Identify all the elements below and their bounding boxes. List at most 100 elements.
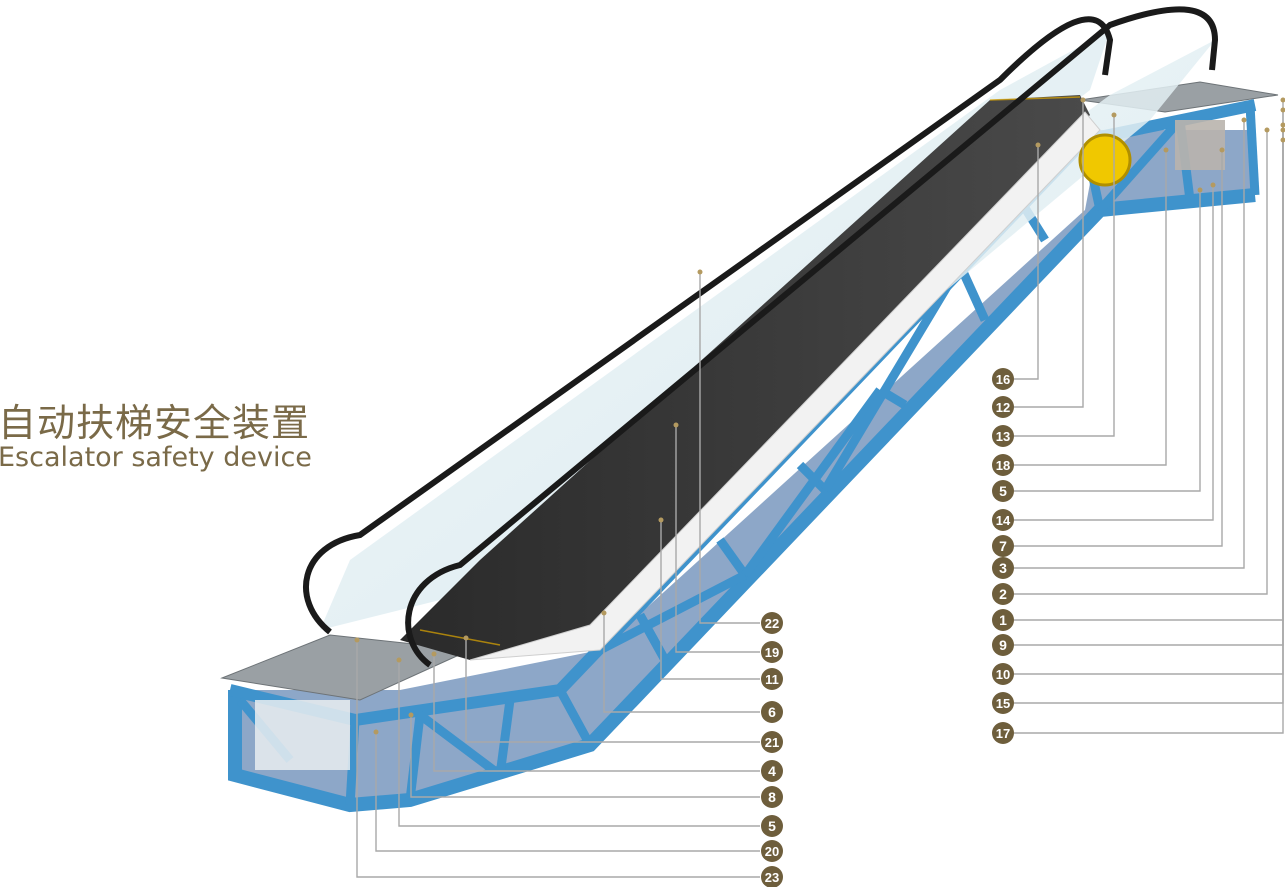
badge-circle — [992, 663, 1014, 685]
leader-dot — [1241, 117, 1247, 123]
badge-circle — [761, 641, 783, 663]
callout-number: 3 — [999, 560, 1007, 576]
callout-badge: 3 — [992, 557, 1014, 579]
leader-line — [1014, 150, 1167, 466]
leader-dot — [354, 637, 360, 643]
callout-badge: 13 — [992, 425, 1014, 447]
badge-circle — [761, 701, 783, 723]
leader-line — [398, 660, 760, 827]
callout-badge: 17 — [992, 722, 1014, 744]
title-english: Escalator safety device — [0, 442, 312, 473]
callout-badge: 20 — [761, 840, 783, 862]
badge-circle — [992, 425, 1014, 447]
callout-badge: 6 — [761, 701, 783, 723]
leader-dot — [1264, 127, 1270, 133]
callout-badge: 21 — [761, 731, 783, 753]
bottom-callout-badges: 22 19 11 6 21 4 8 5 20 23 — [761, 612, 783, 887]
callout-badge: 1 — [992, 609, 1014, 631]
leader-line — [1014, 120, 1245, 569]
badge-circle — [992, 609, 1014, 631]
drive-sprocket — [1078, 133, 1132, 187]
callout-badge: 11 — [761, 668, 783, 690]
leader-line — [1014, 115, 1115, 437]
leader-line — [465, 638, 760, 743]
callout-badge: 5 — [992, 480, 1014, 502]
leader-dot — [408, 712, 414, 718]
leader-dot — [463, 635, 469, 641]
callout-badge: 14 — [992, 509, 1014, 531]
callout-number: 9 — [999, 637, 1007, 653]
leader-line — [1014, 100, 1084, 408]
callout-number: 12 — [996, 400, 1010, 415]
leader-dot — [1280, 137, 1285, 143]
leader-dot — [1197, 187, 1203, 193]
callout-number: 5 — [768, 818, 776, 834]
leader-dot — [1080, 97, 1086, 103]
leader-dot — [601, 610, 607, 616]
badge-circle — [761, 815, 783, 837]
bottom-callout-leaders — [354, 269, 760, 878]
badge-circle — [992, 557, 1014, 579]
callout-number: 16 — [996, 372, 1010, 387]
leader-dot — [396, 657, 402, 663]
callout-number: 7 — [999, 538, 1007, 554]
badge-circle — [992, 634, 1014, 656]
leader-dot — [1280, 97, 1285, 103]
callout-number: 18 — [996, 458, 1010, 473]
leader-dot — [1035, 142, 1041, 148]
callout-badge: 10 — [992, 663, 1014, 685]
badge-circle — [992, 535, 1014, 557]
badge-circle — [992, 368, 1014, 390]
callout-badge: 18 — [992, 454, 1014, 476]
callout-number: 13 — [996, 429, 1010, 444]
callout-number: 8 — [768, 789, 776, 805]
right-callout-leaders — [1014, 97, 1285, 734]
callout-number: 2 — [999, 586, 1007, 602]
badge-circle — [761, 612, 783, 634]
callout-number: 19 — [765, 645, 779, 660]
callout-badge: 23 — [761, 866, 783, 887]
badge-circle — [992, 454, 1014, 476]
callout-number: 10 — [996, 667, 1010, 682]
leader-line — [1014, 140, 1284, 734]
badge-circle — [761, 731, 783, 753]
leader-dot — [658, 517, 664, 523]
leader-line — [375, 732, 760, 852]
callout-badge: 7 — [992, 535, 1014, 557]
handrail-left — [303, 16, 1114, 635]
callout-badge: 16 — [992, 368, 1014, 390]
callout-number: 21 — [765, 735, 779, 750]
leader-dot — [1111, 112, 1117, 118]
badge-circle — [761, 786, 783, 808]
leader-dot — [1163, 147, 1169, 153]
escalator-steps — [400, 95, 1090, 660]
badge-circle — [761, 866, 783, 887]
callout-number: 1 — [999, 612, 1007, 628]
leader-line — [410, 715, 760, 798]
callout-badge: 4 — [761, 760, 783, 782]
badge-circle — [992, 583, 1014, 605]
badge-circle — [992, 692, 1014, 714]
leader-dot — [1280, 107, 1285, 113]
handrail-right — [405, 6, 1219, 668]
callout-badge: 22 — [761, 612, 783, 634]
leader-dot — [1210, 182, 1216, 188]
leader-dot — [373, 729, 379, 735]
callout-badge: 8 — [761, 786, 783, 808]
callout-number: 15 — [996, 696, 1010, 711]
leader-dot — [1280, 122, 1285, 128]
callout-number: 20 — [765, 844, 779, 859]
callout-number: 5 — [999, 483, 1007, 499]
badge-circle — [992, 509, 1014, 531]
title-chinese: 自动扶梯安全装置 — [0, 401, 311, 445]
callout-number: 6 — [768, 704, 776, 720]
callout-badge: 15 — [992, 692, 1014, 714]
leader-line — [660, 520, 760, 680]
leader-line — [1014, 185, 1214, 521]
callout-badge: 2 — [992, 583, 1014, 605]
leader-line — [603, 613, 760, 713]
leader-line — [1014, 190, 1201, 492]
callout-badge: 12 — [992, 396, 1014, 418]
right-callout-badges: 16 12 13 18 5 14 7 3 2 1 9 10 15 17 — [992, 368, 1014, 744]
